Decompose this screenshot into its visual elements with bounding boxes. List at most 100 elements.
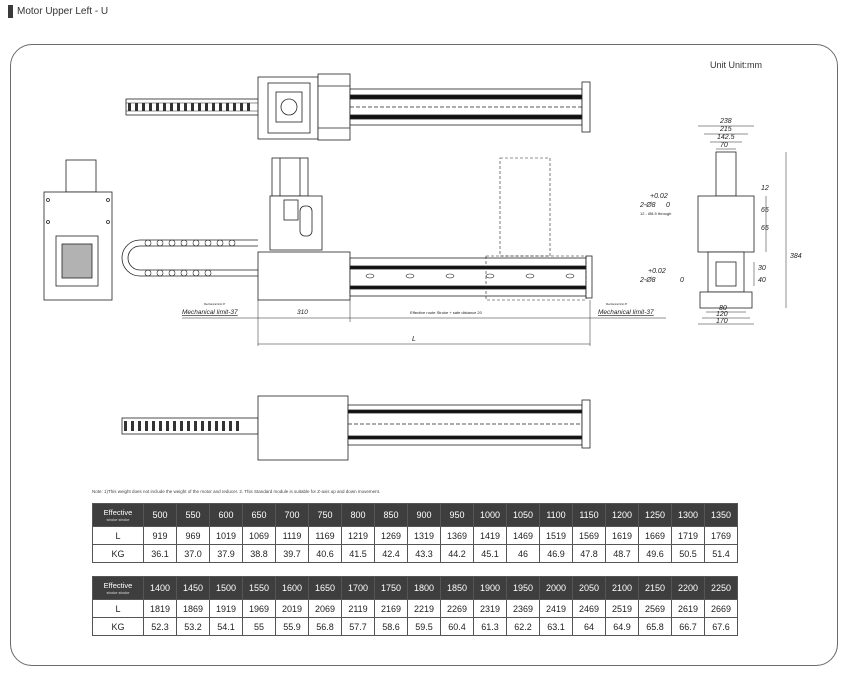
- mechanical-limit-right: Mechanical limit-37: [598, 309, 654, 316]
- table-cell: 2219: [407, 599, 441, 618]
- table-cell: 67.6: [704, 617, 738, 636]
- table-cell: 1119: [275, 526, 309, 545]
- dim-310: 310: [297, 309, 308, 316]
- dim-384: 384: [790, 253, 802, 260]
- table-cell: 1900: [473, 576, 507, 600]
- table-cell: 50.5: [671, 544, 705, 563]
- table-cell: 950: [440, 503, 474, 527]
- table-cell: 1619: [605, 526, 639, 545]
- dim-65-b: 65: [761, 225, 769, 232]
- table-cell: 57.7: [341, 617, 375, 636]
- length-label: L: [92, 526, 144, 545]
- table-cell: 2050: [572, 576, 606, 600]
- table-cell: 38.8: [242, 544, 276, 563]
- table-cell: 1819: [143, 599, 177, 618]
- table-cell: 46: [506, 544, 540, 563]
- table-cell: 48.7: [605, 544, 639, 563]
- table-cell: 2169: [374, 599, 408, 618]
- effective-route-label: Effective route Stroke + safe distance 2…: [410, 310, 483, 315]
- table-cell: 700: [275, 503, 309, 527]
- table-cell: 64: [572, 617, 606, 636]
- table-cell: 600: [209, 503, 243, 527]
- table-cell: 969: [176, 526, 210, 545]
- table-cell: 63.1: [539, 617, 573, 636]
- page-header: Motor Upper Left - U: [8, 4, 108, 18]
- dim-215: 215: [719, 126, 732, 133]
- table-cell: 1150: [572, 503, 606, 527]
- table-cell: 1350: [704, 503, 738, 527]
- side-view: [697, 125, 787, 325]
- dim-12: 12: [761, 185, 769, 192]
- table-cell: 1800: [407, 576, 441, 600]
- table-cell: 61.3: [473, 617, 507, 636]
- drawing-frame: [10, 44, 838, 666]
- table-cell: 56.8: [308, 617, 342, 636]
- small-note-right: Mechanical limit 37: [606, 303, 628, 306]
- table-cell: 55: [242, 617, 276, 636]
- dim-L: L: [412, 336, 416, 343]
- table-cell: 44.2: [440, 544, 474, 563]
- table-cell: 850: [374, 503, 408, 527]
- table-cell: 51.4: [704, 544, 738, 563]
- table-cell: 1200: [605, 503, 639, 527]
- hole-bottom: 2-Ø8: [639, 277, 656, 284]
- table-cell: 2250: [704, 576, 738, 600]
- weight-row: KG 52.3 53.2 54.1 55 55.9 56.8 57.7 58.6…: [92, 617, 738, 636]
- table-cell: 1050: [506, 503, 540, 527]
- table-cell: 1850: [440, 576, 474, 600]
- dim-40: 40: [758, 277, 766, 284]
- table-cell: 2150: [638, 576, 672, 600]
- table-cell: 1550: [242, 576, 276, 600]
- table-cell: 46.9: [539, 544, 573, 563]
- table-cell: 2419: [539, 599, 573, 618]
- dim-142: 142.5: [717, 134, 735, 141]
- dim-65-a: 65: [761, 207, 769, 214]
- table-cell: 1169: [308, 526, 342, 545]
- table-cell: 1400: [143, 576, 177, 600]
- table-cell: 42.4: [374, 544, 408, 563]
- table-cell: 1250: [638, 503, 672, 527]
- tol-bottom-b: 0: [680, 277, 684, 284]
- table-cell: 750: [308, 503, 342, 527]
- end-view: [43, 159, 113, 301]
- table-cell: 2019: [275, 599, 309, 618]
- table-cell: 2369: [506, 599, 540, 618]
- dim-70: 70: [720, 142, 728, 149]
- table-cell: 49.6: [638, 544, 672, 563]
- table-cell: 65.8: [638, 617, 672, 636]
- table-cell: 1469: [506, 526, 540, 545]
- table-cell: 1869: [176, 599, 210, 618]
- table-cell: 1500: [209, 576, 243, 600]
- table-cell: 36.1: [143, 544, 177, 563]
- table-cell: 41.5: [341, 544, 375, 563]
- weight-label: KG: [92, 617, 144, 636]
- top-view: [125, 73, 591, 141]
- mechanical-limit-left: Mechanical limit-37: [182, 309, 238, 316]
- table-cell: 1069: [242, 526, 276, 545]
- table-cell: 40.6: [308, 544, 342, 563]
- table-cell: 550: [176, 503, 210, 527]
- table-cell: 54.1: [209, 617, 243, 636]
- table-cell: 2569: [638, 599, 672, 618]
- small-note-left: Mechanical limit 37: [204, 303, 226, 306]
- table-cell: 1600: [275, 576, 309, 600]
- table-cell: 2119: [341, 599, 375, 618]
- table-cell: 1769: [704, 526, 738, 545]
- table-cell: 53.2: [176, 617, 210, 636]
- table-cell: 1319: [407, 526, 441, 545]
- table-cell: 66.7: [671, 617, 705, 636]
- tol-top: +0.02: [650, 193, 668, 200]
- table-cell: 800: [341, 503, 375, 527]
- front-view: [121, 157, 666, 346]
- table-cell: 2519: [605, 599, 639, 618]
- table-cell: 2069: [308, 599, 342, 618]
- length-row: L 919 969 1019 1069 1119 1169 1219 1269 …: [92, 526, 738, 545]
- table-cell: 1719: [671, 526, 705, 545]
- bottom-view: [121, 395, 591, 461]
- weight-row: KG 36.1 37.0 37.9 38.8 39.7 40.6 41.5 42…: [92, 544, 738, 563]
